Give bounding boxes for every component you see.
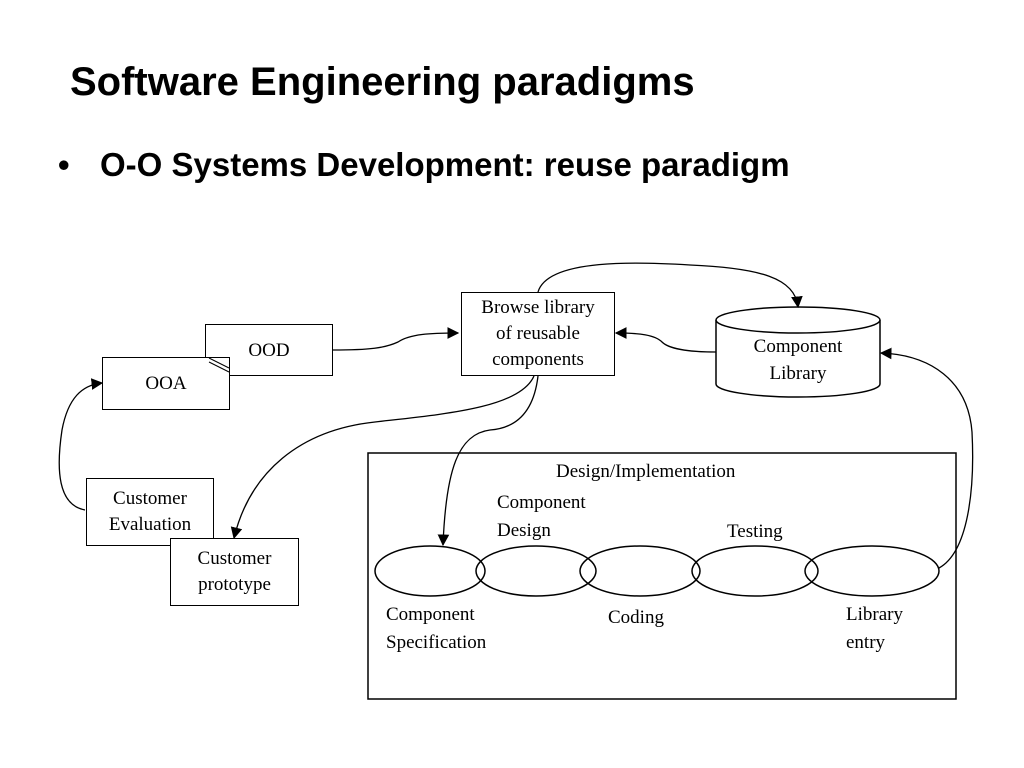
bullet-dot: • [58,146,70,183]
component-library-cylinder [715,306,881,398]
bullet-text: O-O Systems Development: reuse paradigm [100,146,790,183]
ooa-box: OOA [102,357,230,410]
coding-label: Coding [608,607,664,628]
library-entry-ellipse [804,545,940,597]
ood-box: OOD [205,324,333,376]
customer-evaluation-box: Customer Evaluation [86,478,214,546]
slide-title: Software Engineering paradigms [70,60,695,104]
customer-prototype-box: Customer prototype [170,538,299,606]
ooa-label: OOA [145,372,187,394]
arrow-evaluation-to-ooa [58,378,104,511]
arrow-browse-to-library [537,262,803,309]
arrow-browse-to-prototype [230,375,535,540]
ood-label: OOD [248,340,290,361]
customer-prototype-label: Customer prototype [197,548,272,595]
arrow-entry-to-library [879,347,974,569]
browse-library-box: Browse library of reusable components [461,292,615,376]
arrow-browse-to-spec [437,375,539,547]
browse-library-label: Browse library of reusable components [481,297,595,370]
component-library-label: Component Library [753,336,843,384]
component-spec-label: Component Specification [386,604,487,653]
coding-ellipse [579,545,701,597]
design-implementation-panel [367,452,957,700]
testing-label: Testing [727,521,783,542]
design-ellipse [475,545,597,597]
customer-evaluation-label: Customer Evaluation [108,488,192,535]
testing-ellipse [691,545,819,597]
component-design-label: Component Design [497,492,586,541]
bullet-item: • O-O Systems Development: reuse paradigm [58,143,790,187]
overlap-hatch-icon [208,357,230,373]
spec-ellipse [374,545,486,597]
arrow-library-to-browse [614,327,717,353]
panel-title: Design/Implementation [556,461,736,482]
library-entry-label: Library entry [846,604,903,653]
arrow-ood-to-browse [332,327,460,351]
